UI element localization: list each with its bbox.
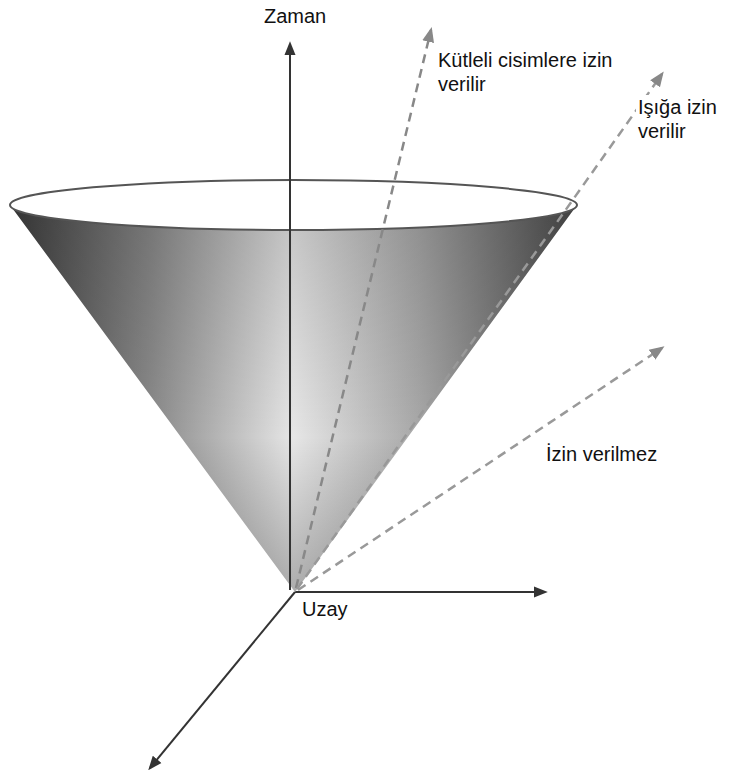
- region-label: İzin verilmez: [544, 442, 659, 466]
- light-cone: [10, 205, 577, 592]
- light-worldline: [297, 74, 662, 589]
- cone-shading: [10, 205, 577, 592]
- axis-label: Zaman: [262, 4, 328, 28]
- region-label: Kütleli cisimlere izin verilir: [436, 48, 615, 96]
- time-axis: [289, 44, 291, 590]
- forbidden-worldline: [298, 348, 662, 590]
- axis-label: Uzay: [300, 597, 350, 621]
- space-axis: [150, 592, 295, 768]
- cone-rim: [10, 180, 577, 230]
- region-label: Işığa izin verilir: [636, 95, 748, 143]
- space-axis: [295, 591, 545, 593]
- massive-worldline: [296, 30, 431, 588]
